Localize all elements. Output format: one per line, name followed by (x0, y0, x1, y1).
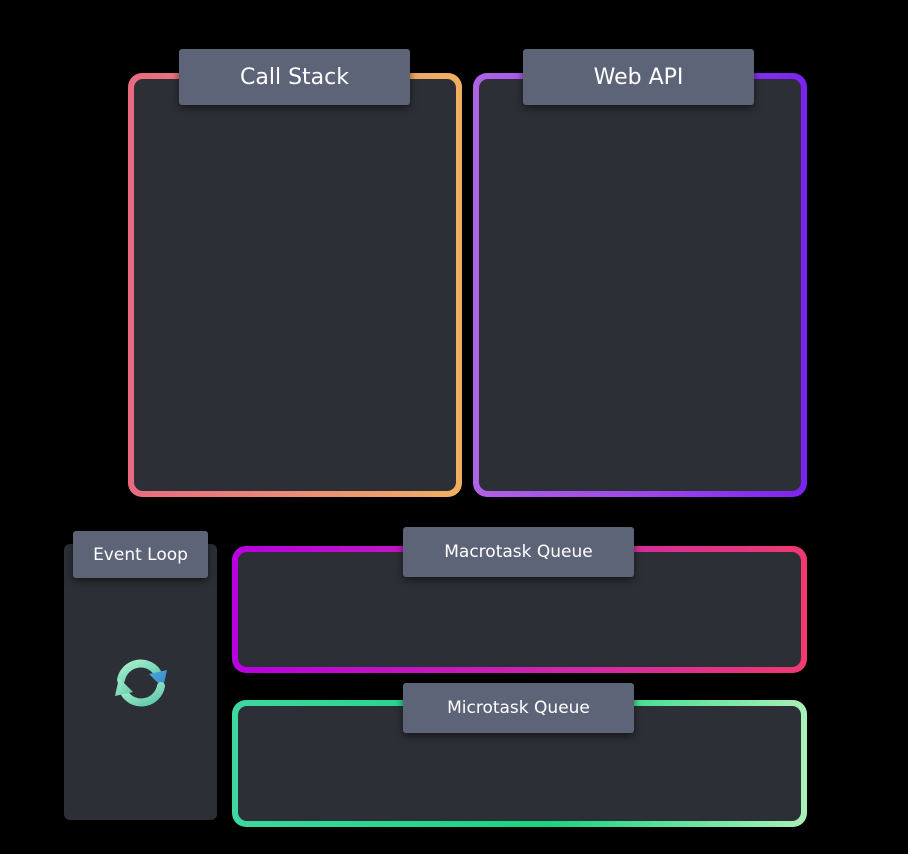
event-loop-title: Event Loop (73, 531, 208, 578)
call-stack-box (128, 73, 462, 497)
refresh-cycle-icon (115, 659, 167, 707)
call-stack-title: Call Stack (179, 49, 410, 105)
web-api-title: Web API (523, 49, 754, 105)
microtask-queue-title: Microtask Queue (403, 683, 634, 733)
web-api-area (479, 79, 801, 491)
web-api-box (473, 73, 807, 497)
macrotask-queue-title: Macrotask Queue (403, 527, 634, 577)
call-stack-area (134, 79, 456, 491)
event-loop-box (64, 544, 217, 820)
